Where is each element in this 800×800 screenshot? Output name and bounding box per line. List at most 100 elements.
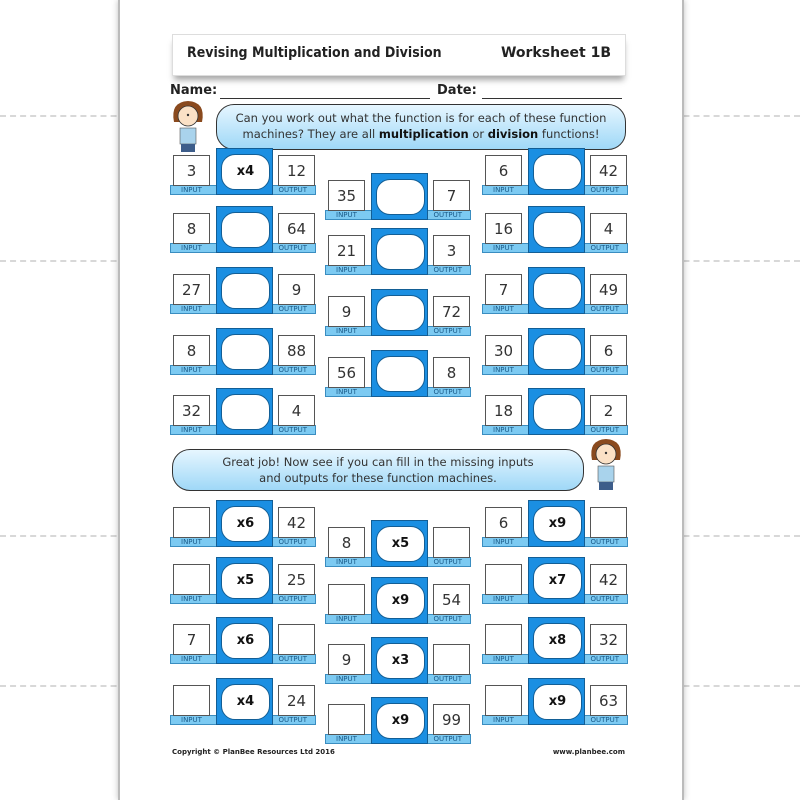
function-box[interactable] [533,394,582,430]
output-label: OUTPUT [433,615,462,623]
function-box[interactable] [221,273,270,309]
function-box[interactable] [221,212,270,248]
output-box[interactable]: 4 [590,213,627,244]
output-box[interactable]: 64 [278,213,315,244]
input-box[interactable] [328,704,365,735]
machine-body: x9 [528,500,585,547]
input-box[interactable]: 18 [485,395,522,426]
input-box[interactable]: 8 [328,527,365,558]
input-box[interactable] [485,685,522,716]
output-box[interactable] [590,507,627,538]
output-box[interactable]: 9 [278,274,315,305]
output-box[interactable]: 8 [433,357,470,388]
input-box[interactable] [485,564,522,595]
output-box[interactable]: 3 [433,235,470,266]
input-label: INPUT [493,538,514,546]
output-box[interactable]: 63 [590,685,627,716]
function-box[interactable]: x9 [376,703,425,739]
date-field[interactable] [482,98,622,99]
output-box[interactable]: 49 [590,274,627,305]
output-box[interactable]: 88 [278,335,315,366]
function-box[interactable]: x3 [376,643,425,679]
machine-body: x4 [216,678,273,725]
function-box[interactable] [533,334,582,370]
function-box[interactable]: x5 [376,526,425,562]
function-box[interactable]: x6 [221,506,270,542]
name-field[interactable] [220,98,430,99]
output-box[interactable]: 2 [590,395,627,426]
output-box[interactable]: 42 [278,507,315,538]
function-box[interactable] [533,212,582,248]
function-box[interactable]: x6 [221,623,270,659]
function-box[interactable] [376,234,425,270]
input-label: INPUT [336,211,357,219]
output-box[interactable]: 54 [433,584,470,615]
output-box[interactable] [278,624,315,655]
function-box[interactable]: x9 [376,583,425,619]
output-box[interactable]: 24 [278,685,315,716]
output-box[interactable]: 4 [278,395,315,426]
function-box[interactable] [376,356,425,392]
input-box[interactable]: 16 [485,213,522,244]
output-box[interactable]: 25 [278,564,315,595]
output-box[interactable] [433,527,470,558]
input-box[interactable]: 6 [485,155,522,186]
output-box[interactable]: 6 [590,335,627,366]
copyright: Copyright © PlanBee Resources Ltd 2016 [172,748,335,756]
function-box[interactable] [221,334,270,370]
function-box[interactable]: x8 [533,623,582,659]
output-box[interactable]: 72 [433,296,470,327]
function-box[interactable] [376,295,425,331]
function-box[interactable]: x9 [533,684,582,720]
output-box[interactable]: 99 [433,704,470,735]
input-box[interactable]: 8 [173,335,210,366]
input-box[interactable]: 56 [328,357,365,388]
input-box[interactable]: 7 [173,624,210,655]
input-box[interactable]: 32 [173,395,210,426]
input-box[interactable] [173,685,210,716]
function-box[interactable] [533,273,582,309]
output-label: OUTPUT [590,538,619,546]
input-box[interactable]: 35 [328,180,365,211]
output-box[interactable]: 42 [590,155,627,186]
input-box[interactable]: 6 [485,507,522,538]
instruction-bubble-1: Can you work out what the function is fo… [216,104,626,150]
function-box[interactable] [533,154,582,190]
output-label: OUTPUT [590,426,619,434]
input-box[interactable] [328,584,365,615]
function-box[interactable]: x5 [221,563,270,599]
input-box[interactable] [485,624,522,655]
input-box[interactable]: 9 [328,296,365,327]
input-box[interactable]: 7 [485,274,522,305]
function-box[interactable]: x7 [533,563,582,599]
input-label: INPUT [493,244,514,252]
input-box[interactable] [173,564,210,595]
function-box[interactable]: x4 [221,684,270,720]
output-label: OUTPUT [433,388,462,396]
input-box[interactable]: 9 [328,644,365,675]
output-label: OUTPUT [590,595,619,603]
function-box[interactable] [376,179,425,215]
input-box[interactable]: 8 [173,213,210,244]
output-box[interactable] [433,644,470,675]
function-machine: INPUT OUTPUT 6 x9 [482,500,628,547]
input-box[interactable]: 21 [328,235,365,266]
machine-body [371,173,428,220]
output-box[interactable]: 12 [278,155,315,186]
input-box[interactable] [173,507,210,538]
input-label: INPUT [181,655,202,663]
input-box[interactable]: 3 [173,155,210,186]
function-box[interactable]: x9 [533,506,582,542]
output-box[interactable]: 7 [433,180,470,211]
output-label: OUTPUT [278,244,307,252]
function-box[interactable] [221,394,270,430]
output-box[interactable]: 32 [590,624,627,655]
input-box[interactable]: 27 [173,274,210,305]
input-box[interactable]: 30 [485,335,522,366]
output-box[interactable]: 42 [590,564,627,595]
function-box[interactable]: x4 [221,154,270,190]
